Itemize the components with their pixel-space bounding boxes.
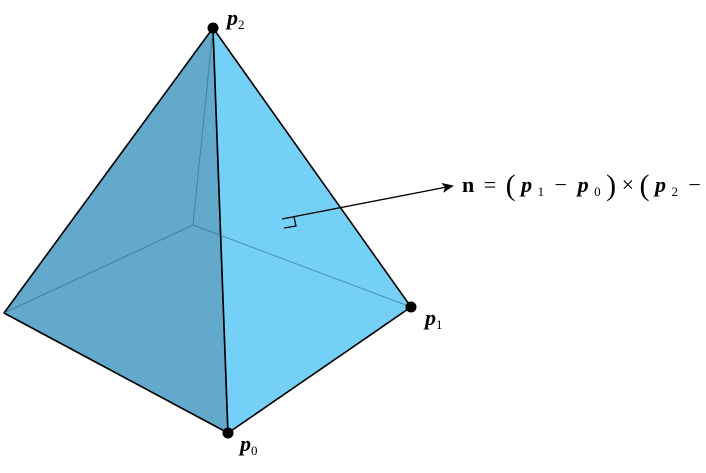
hidden-edge-right [192, 224, 412, 308]
normal-arrow [281, 182, 454, 220]
vertex-p2 [207, 22, 219, 34]
left-face [3, 27, 229, 434]
right-face [212, 27, 412, 434]
right-angle-mark [283, 216, 297, 229]
hidden-edge-apex [192, 27, 214, 226]
vertex-p1 [405, 301, 417, 313]
label-p0: p0 [238, 431, 258, 458]
vertex-p0 [222, 427, 234, 439]
label-p2: p2 [225, 5, 245, 32]
hidden-edge-left [3, 224, 194, 314]
label-p1: p1 [423, 305, 443, 332]
normal-formula: n = ( p 1 − p 0 ) × ( p 2 − p 0 ) [462, 169, 706, 202]
